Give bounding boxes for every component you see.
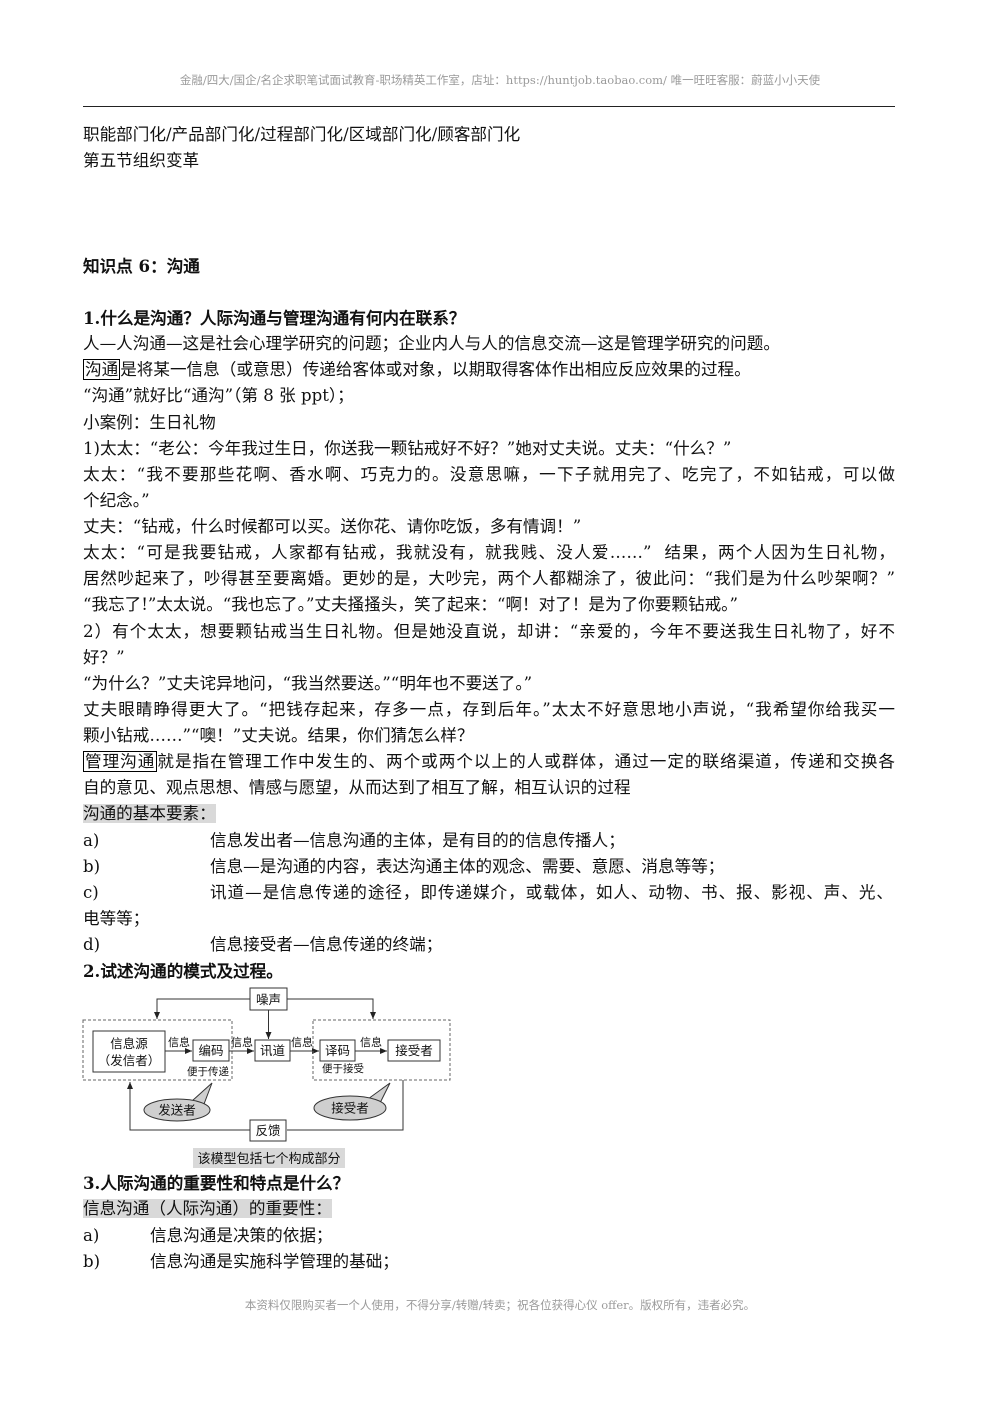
- element-item-d: d) 信息接受者—信息传递的终端；: [83, 932, 898, 958]
- section-title: 知识点 6：沟通: [83, 256, 200, 276]
- feedback-label: 反馈: [255, 1123, 280, 1138]
- decode-label: 译码: [325, 1043, 350, 1058]
- element-item-a: a) 信息发出者—信息沟通的主体，是有目的的信息传播人；: [83, 828, 898, 854]
- item-text: 信息接受者—信息传递的终端；: [210, 935, 443, 954]
- page-footer: 本资料仅限购买者一个人使用，不得分享/转赠/转卖；祝各位获得心仪 offer。版…: [244, 1298, 756, 1312]
- case-title: 小案例：生日礼物: [83, 412, 216, 432]
- sender-bubble-label: 发送者: [158, 1103, 196, 1118]
- item-label: b): [83, 856, 101, 876]
- section-title-block: 知识点 6：沟通: [83, 253, 898, 279]
- definition-text: 是将某一信息（或意思）传递给客体或对象，以期取得客体作出相应反应效果的过程。: [120, 360, 751, 380]
- communication-model-diagram: 噪声 信息源 （发信者） 信息 编码 便于传递 信息 讯道 信息 译码 信息 接…: [82, 987, 451, 1168]
- intro-block: 职能部门化/产品部门化/过程部门化/区域部门化/顾客部门化 第五节组织变革: [83, 122, 898, 174]
- easy-transmit-label: 便于传递: [187, 1065, 229, 1078]
- info-label: 信息: [168, 1035, 190, 1049]
- intro-line-2: 第五节组织变革: [83, 151, 200, 170]
- item-text: 信息发出者—信息沟通的主体，是有目的的信息传播人；: [210, 830, 625, 850]
- management-definition-line-2: 自的意见、观点思想、情感与愿望，从而达到了相互了解，相互认识的过程: [83, 778, 631, 798]
- element-item-b: b) 信息—是沟通的内容，表达沟通主体的观念、需要、意愿、消息等等；: [83, 854, 898, 880]
- info-label: 信息: [360, 1035, 382, 1049]
- page-header: 金融/四大/国企/名企求职笔试面试教育-职场精英工作室，店址：https://h…: [179, 73, 821, 87]
- element-item-c-continuation: 电等等；: [83, 908, 150, 928]
- definition-term: 沟通: [83, 359, 121, 381]
- case-line: 1)太太：“老公：今年我过生日，你送我一颗钻戒好不好？”她对丈夫说。丈夫：“什么…: [83, 438, 732, 458]
- management-definition-line-1: 管理沟通就是指在管理工作中发生的、两个或两个以上的人或群体，通过一定的联络渠道，…: [83, 749, 895, 775]
- analogy-line: “沟通”就好比“通沟”（第 8 张 ppt）；: [83, 386, 354, 406]
- elements-title-line: 沟通的基本要素：: [83, 801, 898, 827]
- sender-bubble: [143, 1098, 211, 1122]
- case-line: 丈夫：“钻戒，什么时候都可以买。送你花、请你吃饭，多有情调！”: [83, 517, 582, 536]
- importance-title-line: 信息沟通（人际沟通）的重要性：: [83, 1196, 898, 1222]
- channel-label: 讯道: [260, 1043, 286, 1058]
- elements-title: 沟通的基本要素：: [83, 804, 216, 824]
- encode-label: 编码: [198, 1043, 223, 1058]
- q2-title: 2.试述沟通的模式及过程。: [83, 961, 283, 982]
- diagram-caption: 该模型包括七个构成部分: [197, 1152, 340, 1167]
- info-label: 信息: [291, 1035, 313, 1049]
- receiver-bubble-label: 接受者: [331, 1101, 369, 1116]
- case-line: 太太：“可是我要钻戒，人家都有钻戒，我就没有，就我贱、没人爱……” 结果，两个人…: [83, 543, 895, 563]
- definition-line: 沟通是将某一信息（或意思）传递给客体或对象，以期取得客体作出相应反应效果的过程。: [83, 357, 898, 383]
- q3-title: 3.人际沟通的重要性和特点是什么？: [83, 1173, 350, 1193]
- receiver-bubble: [313, 1095, 387, 1121]
- item-text: 信息沟通是决策的依据；: [150, 1225, 333, 1245]
- item-label: b): [83, 1251, 101, 1271]
- item-label: a): [83, 830, 100, 850]
- case-line: 2）有个太太，想要颗钻戒当生日礼物。但是她没直说，却讲：“亲爱的，今年不要送我生…: [83, 621, 895, 641]
- importance-item-b: b) 信息沟通是实施科学管理的基础；: [83, 1249, 898, 1275]
- info-label: 信息: [231, 1035, 253, 1049]
- noise-arrow-left: [154, 998, 250, 1019]
- importance-item-a: a) 信息沟通是决策的依据；: [83, 1223, 898, 1249]
- item-text: 讯道—是信息传递的途径，即传递媒介，或载体，如人、动物、书、报、影视、声、光、: [210, 882, 893, 902]
- item-label: c): [83, 882, 99, 902]
- item-text: 信息—是沟通的内容，表达沟通主体的观念、需要、意愿、消息等等；: [210, 856, 725, 876]
- element-item-c: c) 讯道—是信息传递的途径，即传递媒介，或载体，如人、动物、书、报、影视、声、光…: [83, 880, 898, 906]
- receiver-group-frame: [312, 1019, 451, 1081]
- management-text-1: 就是指在管理工作中发生的、两个或两个以上的人或群体，通过一定的联络渠道，传递和交…: [157, 752, 896, 772]
- management-term: 管理沟通: [83, 751, 158, 773]
- item-label: a): [83, 1225, 100, 1245]
- item-text: 信息沟通是实施科学管理的基础；: [150, 1251, 399, 1271]
- noise-arrow-right: [287, 998, 376, 1019]
- source-box: [92, 1030, 166, 1073]
- source-label-1: 信息源: [110, 1036, 148, 1051]
- q1-title: 1.什么是沟通？人际沟通与管理沟通有何内在联系？: [83, 308, 466, 328]
- case-line: 太太：“我不要那些花啊、香水啊、巧克力的。没意思嘛，一下子就用完了、吃完了，不如…: [83, 464, 895, 484]
- sender-group-frame: [82, 1019, 233, 1081]
- case-line: 居然吵起来了，吵得甚至要离婚。更妙的是，大吵完，两个人都糊涂了，彼此问：“我们是…: [83, 569, 895, 589]
- receiver-box: [387, 1039, 441, 1062]
- q3-block: 3.人际沟通的重要性和特点是什么？ 信息沟通（人际沟通）的重要性： a) 信息沟通…: [83, 1170, 898, 1275]
- intro-line-1: 职能部门化/产品部门化/过程部门化/区域部门化/顾客部门化: [83, 125, 521, 144]
- case-line: “为什么？”丈夫诧异地问，“我当然要送。”“明年也不要送了。”: [83, 673, 533, 693]
- item-label: d): [83, 935, 101, 954]
- source-label-2: （发信者）: [98, 1053, 161, 1068]
- case-line: 个纪念。”: [83, 490, 150, 510]
- main-body: 1.什么是沟通？人际沟通与管理沟通有何内在联系？ 人—人沟通—这是社会心理学研究…: [83, 305, 898, 984]
- case-line: 好？”: [83, 647, 125, 667]
- case-line: “我忘了!”太太说。“我也忘了。”丈夫搔搔头，笑了起来：“啊！对了！是为了你要颗…: [83, 595, 738, 615]
- importance-title: 信息沟通（人际沟通）的重要性：: [83, 1199, 332, 1219]
- header-rule: [83, 106, 895, 107]
- q1-intro: 人—人沟通—这是社会心理学研究的问题；企业内人与人的信息交流—这是管理学研究的问…: [83, 334, 780, 354]
- case-line: 丈夫眼睛睁得更大了。“把钱存起来，存多一点，存到后年。”太太不好意思地小声说，“…: [83, 699, 895, 719]
- feedback-line-right: [287, 1080, 404, 1131]
- case-line: 颗小钻戒……”“噢！”丈夫说。结果，你们猜怎么样？: [83, 726, 474, 745]
- receiver-label: 接受者: [395, 1043, 433, 1058]
- diagram-caption-highlight: [193, 1148, 345, 1168]
- easy-receive-label: 便于接受: [322, 1062, 364, 1075]
- noise-label: 噪声: [256, 992, 281, 1007]
- feedback-arrow-left: [127, 1082, 250, 1131]
